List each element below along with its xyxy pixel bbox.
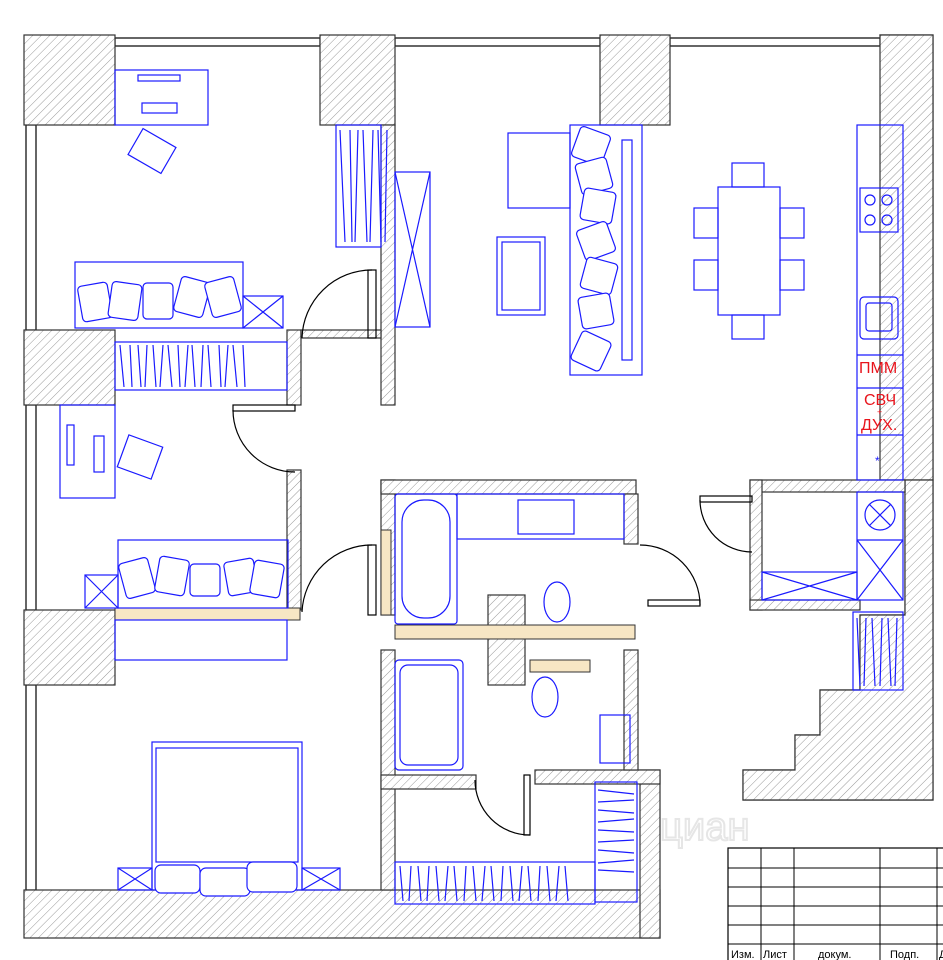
sofa-left-top [74, 261, 244, 329]
walls [23, 34, 934, 939]
cooktop-icon [859, 187, 899, 233]
tv-stand [114, 619, 288, 661]
monitor-icon [137, 74, 181, 82]
office-chair-icon [116, 434, 164, 480]
boiler-icon [864, 499, 896, 531]
plus-label: + [877, 407, 882, 417]
office-chair-icon [127, 127, 177, 175]
desk-top [114, 69, 209, 126]
dining-chairs [693, 162, 805, 340]
bathtub-1 [394, 493, 458, 625]
furniture [59, 69, 904, 905]
toilet-1 [543, 581, 571, 623]
sofa-living [569, 124, 643, 376]
sink-1 [517, 499, 575, 535]
pillows [77, 276, 242, 323]
doors [232, 269, 753, 836]
star-label: * [875, 454, 880, 468]
ottoman [507, 132, 571, 209]
sink-2 [599, 714, 631, 764]
col-izm: Изм. [731, 949, 755, 960]
col-date: Д [939, 949, 943, 960]
dishwasher-label: ПММ [859, 360, 897, 377]
col-dokum: докум. [818, 949, 851, 960]
keyboard-icon [93, 435, 105, 473]
wardrobe [114, 341, 288, 391]
monitor-icon [66, 424, 75, 466]
bathtub-2 [394, 659, 464, 771]
windows [25, 37, 881, 891]
title-block: Изм. Лист докум. Подп. Д [727, 847, 943, 960]
wardrobe-center [335, 124, 382, 248]
col-podp: Подп. [890, 949, 919, 960]
sink-icon [859, 296, 899, 340]
tv-panel [394, 171, 431, 328]
watermark: циан [660, 805, 750, 849]
kitchen-counter [856, 124, 904, 481]
partition-strips [114, 529, 636, 673]
desk-left [59, 404, 116, 499]
wardrobe-hall [852, 611, 904, 691]
oven-label: ДУХ. [861, 417, 897, 434]
sofa-left-bottom [117, 539, 289, 609]
col-list: Лист [763, 949, 787, 960]
keyboard-icon [141, 102, 178, 114]
appliance-labels: ПММ СВЧ + ДУХ. * [859, 360, 897, 468]
dining-table [717, 186, 781, 316]
coffee-table [496, 236, 546, 316]
toilet-2 [531, 676, 559, 718]
microwave-label: СВЧ [864, 392, 896, 409]
